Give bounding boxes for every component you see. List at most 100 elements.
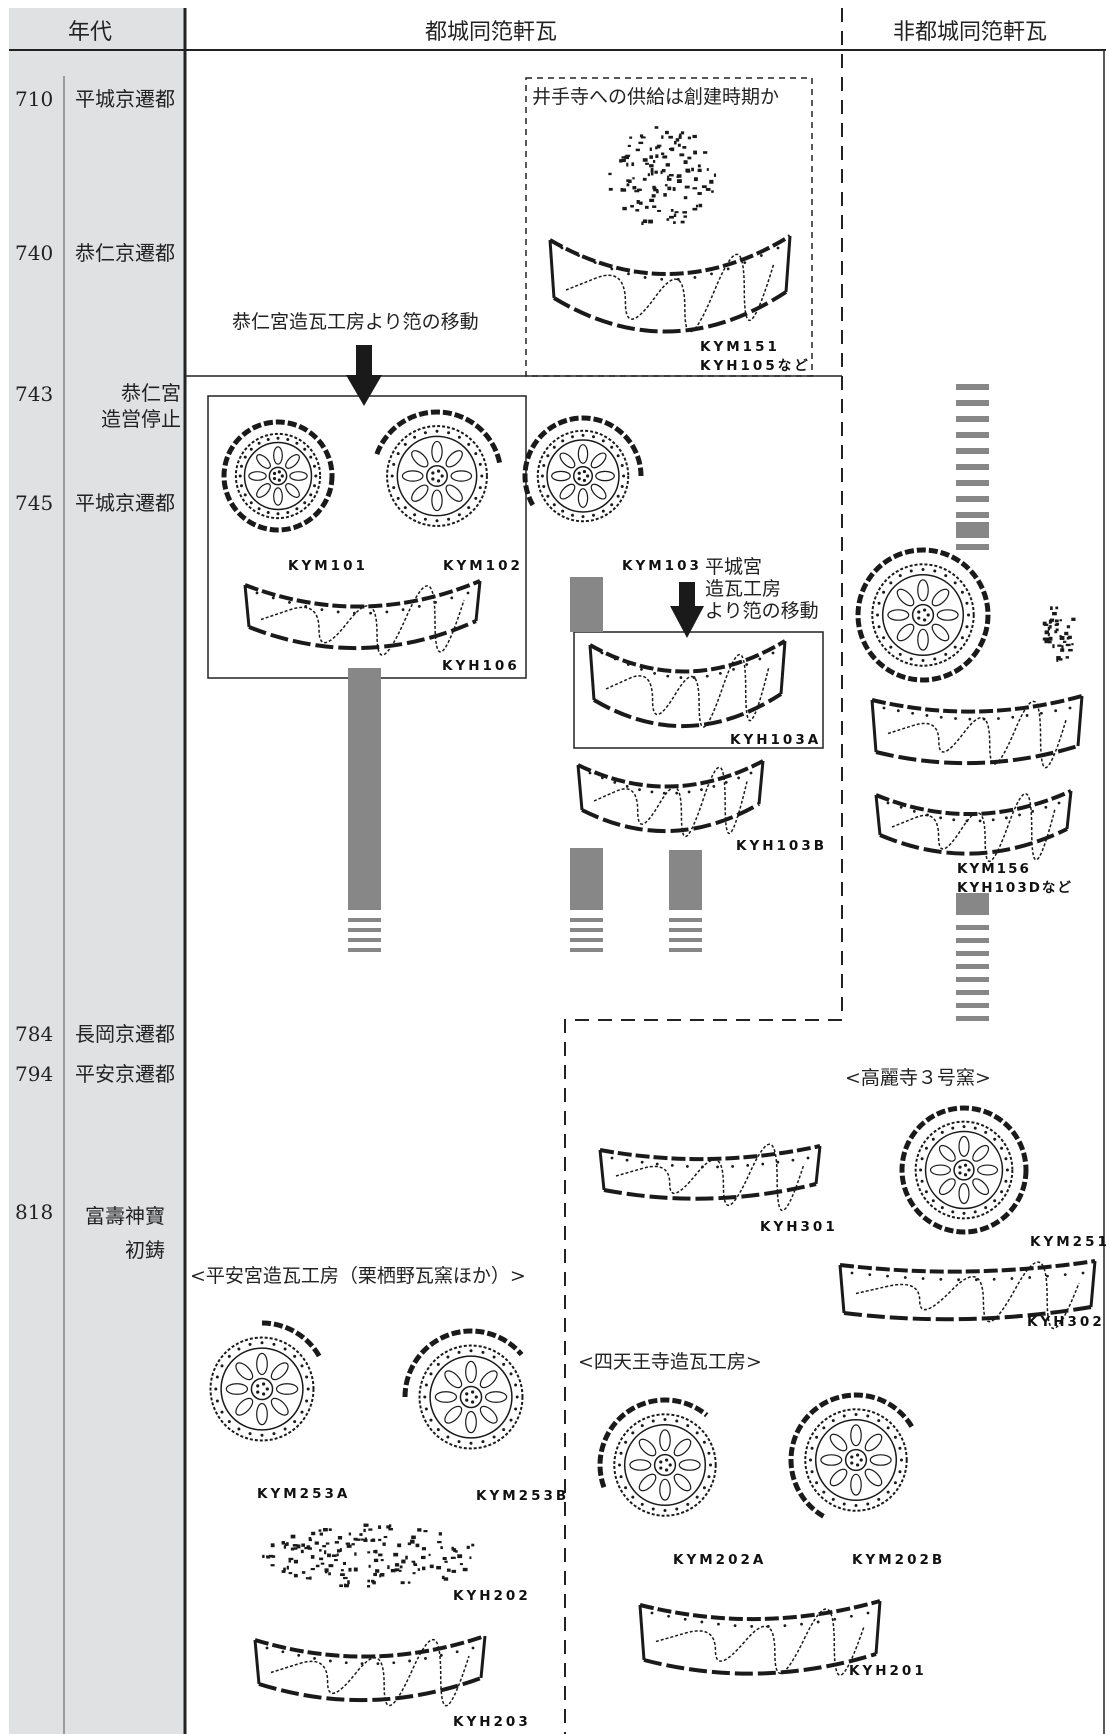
- fading-bar-stripes: [348, 384, 989, 1021]
- tile-kyh302-flat: [838, 1259, 1097, 1330]
- annotation-kuni-move: 恭仁宮造瓦工房より笵の移動: [232, 311, 479, 333]
- tile-kyh105-flat: [548, 234, 792, 334]
- bar-noncapital-top-solid: [956, 522, 989, 538]
- annotation-koraiji-kiln: <高麗寺３号窯>: [845, 1067, 991, 1089]
- bar-noncapital-main: [956, 893, 989, 915]
- stripe-kyh103: [669, 928, 702, 932]
- tile-kym151-fragment: [608, 126, 717, 226]
- code-kym251: KYM251: [1030, 1234, 1109, 1250]
- code-kym101: KYM101: [288, 558, 368, 574]
- stripe-noncapital-bottom: [956, 951, 989, 956]
- code-kym102: KYM102: [443, 558, 523, 574]
- code-kym253a: KYM253A: [257, 1486, 351, 1502]
- code-kym151: KYM151 KYH105など: [700, 339, 811, 374]
- year-710: 710: [15, 87, 54, 111]
- bar-kym103-upper: [570, 577, 603, 632]
- kuni-tile-box: [207, 395, 527, 679]
- heijo-tile-box: [573, 631, 824, 749]
- annotation-heijo-move: 平城宮 造瓦工房 より笵の移動: [705, 556, 819, 622]
- capital-boundary-dashed: [564, 8, 843, 1734]
- bar-kyh103: [669, 850, 702, 910]
- tile-kyh301-flat: [598, 1143, 822, 1212]
- bar-kym103-lower: [570, 848, 603, 910]
- year-743: 743: [15, 382, 54, 406]
- event-740: 恭仁京遷都: [75, 241, 175, 265]
- stripe-noncapital-top: [956, 496, 989, 502]
- year-745: 745: [15, 491, 54, 515]
- annotation-ide-supply: 井手寺への供給は創建時期か: [532, 86, 780, 108]
- event-743: 恭仁宮 造営停止: [101, 381, 181, 431]
- tile-kym156-fragment: [1042, 606, 1076, 662]
- stripe-noncapital-top: [956, 416, 989, 422]
- tile-kym253a-round: [209, 1320, 322, 1442]
- event-794: 平安京遷都: [75, 1062, 175, 1086]
- tile-kyh103d-flat-1: [870, 694, 1084, 769]
- era-column-header: 年代: [68, 20, 113, 45]
- code-kym156: KYM156 KYH103Dなど: [957, 861, 1073, 896]
- code-kyh201: KYH201: [849, 1663, 927, 1679]
- tile-kym101-round: [221, 419, 335, 533]
- stripe-noncapital-bottom: [956, 938, 989, 943]
- code-kyh202: KYH202: [453, 1588, 531, 1604]
- tile-kyh103a-flat: [588, 639, 787, 729]
- tile-kym102-round: [374, 409, 503, 527]
- stripe-kuni: [348, 918, 381, 922]
- tile-kyh201-flat: [638, 1599, 882, 1676]
- tile-kym103-round: [522, 415, 644, 523]
- noncapital-column-header: 非都城同笵軒瓦: [893, 20, 1048, 45]
- stripe-kym103: [570, 928, 603, 932]
- annotation-heian-workshop: <平安宮造瓦工房（栗栖野瓦窯ほか）>: [190, 1265, 526, 1287]
- code-kyh203: KYH203: [453, 1714, 531, 1730]
- code-kym253b: KYM253B: [476, 1488, 570, 1504]
- year-794: 794: [15, 1062, 54, 1086]
- capital-column-header: 都城同笵軒瓦: [425, 20, 558, 45]
- stripe-noncapital-top: [956, 512, 989, 518]
- stripe-noncapital-bottom: [956, 977, 989, 982]
- stripe-kym103: [570, 918, 603, 922]
- event-745: 平城京遷都: [75, 491, 175, 515]
- stripe-kym103: [570, 948, 603, 952]
- stripe-noncapital-bottom: [956, 1016, 989, 1021]
- era-column-background: [9, 8, 185, 1734]
- stripe-kyh103: [669, 948, 702, 952]
- stripe-noncapital-bottom: [956, 964, 989, 969]
- stripe-kuni: [348, 938, 381, 942]
- stripe-noncapital-top: [956, 448, 989, 454]
- stripe-noncapital-top: [956, 464, 989, 470]
- code-kyh103b: KYH103B: [736, 838, 828, 854]
- code-kyh301: KYH301: [760, 1219, 838, 1235]
- bar-kuni-workshop: [348, 668, 381, 910]
- stripe-noncapital-bottom: [956, 1003, 989, 1008]
- stripe-noncapital-top: [956, 544, 989, 550]
- code-kyh106: KYH106: [442, 658, 520, 674]
- tile-kyh203-flat: [253, 1634, 487, 1707]
- stripe-kym103: [570, 938, 603, 942]
- annotation-shitennoji-workshop: <四天王寺造瓦工房>: [578, 1351, 762, 1373]
- stripe-noncapital-bottom: [956, 925, 989, 930]
- code-kym202b: KYM202B: [852, 1552, 946, 1568]
- stripe-kyh103: [669, 938, 702, 942]
- arrow-kuni: [346, 345, 382, 406]
- code-kym202a: KYM202A: [673, 1552, 767, 1568]
- stripe-noncapital-top: [956, 384, 989, 390]
- stripe-noncapital-top: [956, 432, 989, 438]
- stripe-kyh103: [669, 918, 702, 922]
- tile-kym253b-round: [402, 1328, 524, 1450]
- tile-kym202b-round: [788, 1392, 915, 1519]
- stripe-noncapital-bottom: [956, 990, 989, 995]
- event-784: 長岡京遷都: [75, 1022, 175, 1046]
- code-kym103: KYM103: [622, 558, 702, 574]
- tile-kyh106-flat: [243, 579, 482, 656]
- ide-dashed-box: [525, 77, 813, 377]
- tile-kyh202-fragment: [262, 1523, 475, 1588]
- arrow-heijo: [670, 582, 704, 638]
- event-710: 平城京遷都: [75, 87, 175, 111]
- tile-kym202a-round: [597, 1397, 717, 1517]
- stripe-noncapital-top: [956, 480, 989, 486]
- tile-kym251-round: [899, 1105, 1029, 1235]
- stripe-kuni: [348, 928, 381, 932]
- code-kyh302: KYH302: [1027, 1314, 1105, 1330]
- event-818: 富壽神寶 初鋳: [85, 1204, 165, 1262]
